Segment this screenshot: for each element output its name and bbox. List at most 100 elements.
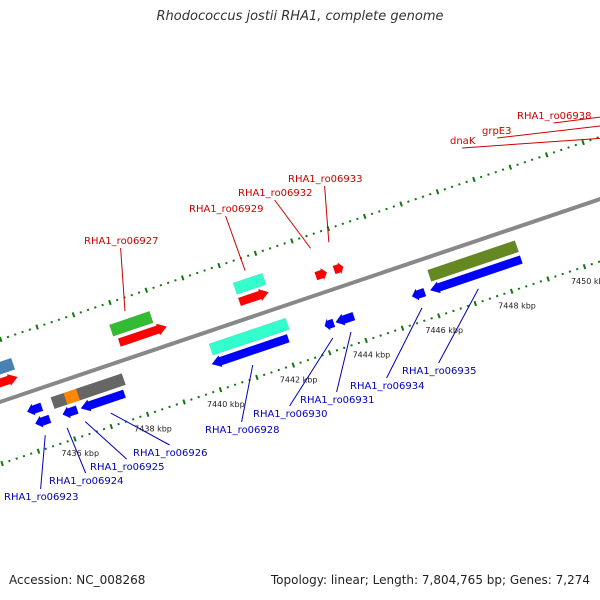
scale-label: 7438 kbp — [134, 425, 172, 434]
leader-line — [120, 247, 126, 312]
feature-ro06934-blue[interactable] — [411, 287, 427, 301]
scale-tick — [232, 259, 235, 262]
scale-tick — [203, 269, 206, 272]
gene-label[interactable]: RHA1_ro06934 — [350, 381, 425, 392]
gene-label[interactable]: RHA1_ro06930 — [253, 409, 328, 420]
gene-label[interactable]: RHA1_ro06935 — [402, 366, 477, 377]
scale-tick — [86, 308, 90, 312]
gene-label[interactable]: RHA1_ro06925 — [90, 462, 165, 473]
scale-tick — [144, 287, 149, 293]
scale-tick — [109, 423, 114, 430]
scale-tick — [153, 410, 157, 414]
scale-tick — [115, 298, 119, 302]
scale-label: 7442 kbp — [280, 375, 318, 384]
gene-label[interactable]: dnaK — [450, 136, 476, 147]
feature-ro06929-teal[interactable] — [232, 272, 267, 295]
gene-label[interactable]: RHA1_ro06932 — [238, 188, 313, 199]
scale-tick — [145, 411, 150, 417]
feature-ro06927-green[interactable] — [109, 310, 154, 337]
scale-tick — [166, 281, 170, 285]
genome-summary-text: Topology: linear; Length: 7,804,765 bp; … — [270, 573, 590, 587]
scale-tick — [305, 234, 308, 238]
gene-label[interactable]: RHA1_ro06927 — [84, 236, 159, 247]
scale-tick — [226, 385, 230, 389]
scale-label: 7446 kbp — [425, 326, 463, 335]
feature-ro06928-blue[interactable] — [211, 333, 290, 368]
genome-backbone — [0, 197, 600, 405]
gene-label[interactable]: RHA1_ro06926 — [133, 448, 208, 459]
scale-tick — [430, 317, 433, 320]
leader-line — [289, 337, 334, 407]
scale-tick — [64, 315, 68, 319]
feature-ro06935-blue[interactable] — [429, 255, 523, 294]
feature-ro06929-red[interactable] — [237, 288, 270, 307]
feature-ro06926-blue[interactable] — [80, 389, 127, 412]
scale-tick — [168, 405, 171, 409]
feature-left-red[interactable] — [0, 373, 18, 391]
feature-ro06927-red[interactable] — [117, 323, 168, 347]
scale-tick — [342, 346, 346, 350]
scale-tick — [0, 336, 3, 343]
scale-tick — [130, 293, 134, 297]
gene-label[interactable]: RHA1_ro06924 — [49, 476, 124, 487]
scale-tick — [218, 386, 223, 393]
feature-ro06932-red[interactable] — [314, 267, 328, 281]
scale-tick — [190, 398, 193, 401]
scale-tick — [372, 336, 375, 340]
scale-tick — [400, 325, 405, 331]
scale-tick — [117, 422, 120, 426]
gene-label[interactable]: RHA1_ro06923 — [4, 492, 79, 503]
scale-tick — [327, 350, 332, 356]
feature-ro06930-blue[interactable] — [324, 318, 336, 331]
scale-label: 7444 kbp — [353, 351, 391, 360]
scale-tick — [217, 262, 221, 269]
scale-tick — [28, 328, 32, 331]
feature-ro06923-blue[interactable] — [26, 402, 44, 416]
scale-tick — [319, 229, 323, 233]
gene-label[interactable]: RHA1_ro06931 — [300, 395, 375, 406]
scale-tick — [466, 304, 470, 308]
leader-line-group — [40, 116, 600, 490]
gene-label[interactable]: RHA1_ro06928 — [205, 425, 280, 436]
scale-tick — [268, 247, 272, 250]
leader-line — [110, 412, 170, 446]
scale-tick — [472, 176, 476, 183]
scale-tick — [15, 457, 18, 460]
scale-tick — [71, 312, 76, 318]
scale-tick — [495, 294, 499, 298]
scale-tick — [57, 318, 61, 321]
scale-tick — [428, 192, 432, 196]
scale-tick — [312, 232, 316, 235]
gene-label[interactable]: RHA1_ro06929 — [189, 204, 264, 215]
scale-tick — [283, 242, 286, 245]
feature-ro06928-teal[interactable] — [208, 317, 290, 356]
feature-ro06933-red[interactable] — [332, 261, 344, 275]
gene-label[interactable]: RHA1_ro06938 — [517, 111, 592, 122]
scale-tick — [22, 454, 26, 458]
scale-tick — [552, 151, 556, 154]
scale-tick — [567, 146, 570, 149]
genome-title: Rhodococcus jostii RHA1, complete genome — [156, 9, 444, 24]
scale-tick — [14, 333, 17, 336]
feature-ro06935-olive[interactable] — [427, 240, 520, 282]
scale-tick — [582, 263, 587, 270]
accession-text: Accession: NC_008268 — [9, 573, 146, 587]
scale-tick — [246, 254, 250, 258]
scale-tick — [488, 297, 492, 300]
scale-tick — [370, 212, 374, 216]
scale-tick — [159, 284, 163, 287]
scale-tick — [393, 329, 397, 332]
feature-ro06926-gray[interactable] — [75, 373, 126, 401]
scale-label: 7440 kbp — [207, 400, 245, 409]
feature-ro06931-blue[interactable] — [335, 311, 356, 326]
gene-label[interactable]: RHA1_ro06933 — [288, 174, 363, 185]
gene-label[interactable]: grpE3 — [482, 126, 512, 137]
scale-tick — [443, 188, 447, 191]
feature-ro06925-blue[interactable] — [62, 405, 79, 419]
scale-label: 7448 kbp — [498, 302, 536, 311]
feature-left-blue-box[interactable] — [0, 357, 16, 379]
scale-tick — [574, 143, 578, 147]
feature-ro06924-blue[interactable] — [34, 414, 52, 428]
